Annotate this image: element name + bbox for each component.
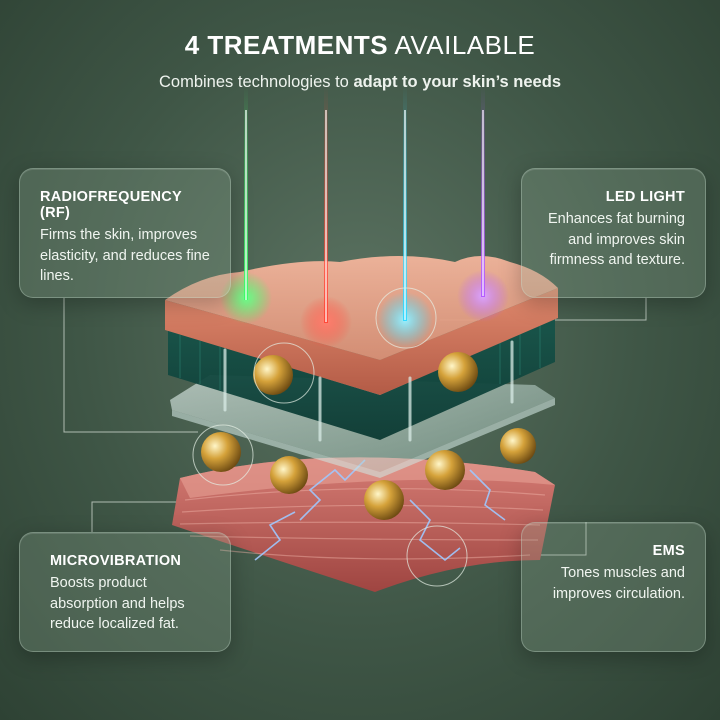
card-led-text: Enhances fat burning and improves skin f… (547, 211, 685, 268)
card-mv-title: MICROVIBRATION (50, 553, 182, 569)
card-microvibration: MICROVIBRATION Boosts product absorption… (19, 532, 231, 652)
subtitle-plain: Combines technologies to (159, 73, 349, 91)
card-radiofrequency: RADIOFREQUENCY (RF) Firms the skin, impr… (19, 168, 231, 298)
gel-layer (168, 318, 555, 440)
card-rf-text: Firms the skin, improves elasticity, and… (40, 227, 210, 284)
light-beams (244, 85, 485, 323)
card-led-title: LED LIGHT (605, 189, 685, 205)
title-bold: 4 TREATMENTS (184, 30, 389, 60)
card-led-light: LED LIGHT Enhances fat burning and impro… (521, 168, 706, 298)
connector-rf (63, 298, 198, 433)
card-ems: EMS Tones muscles and improves circulati… (521, 522, 706, 652)
card-ems-title: EMS (652, 543, 685, 559)
card-ems-text: Tones muscles and improves circulation. (552, 565, 685, 602)
card-mv-text: Boosts product absorption and helps redu… (50, 575, 185, 632)
drips (223, 340, 514, 442)
focus-circles (192, 287, 468, 587)
card-rf-title: RADIOFREQUENCY (RF) (40, 189, 182, 221)
title-rest: AVAILABLE (394, 30, 536, 60)
capsule-spheres (201, 352, 536, 520)
page-title: 4 TREATMENTS AVAILABLE (0, 30, 720, 61)
